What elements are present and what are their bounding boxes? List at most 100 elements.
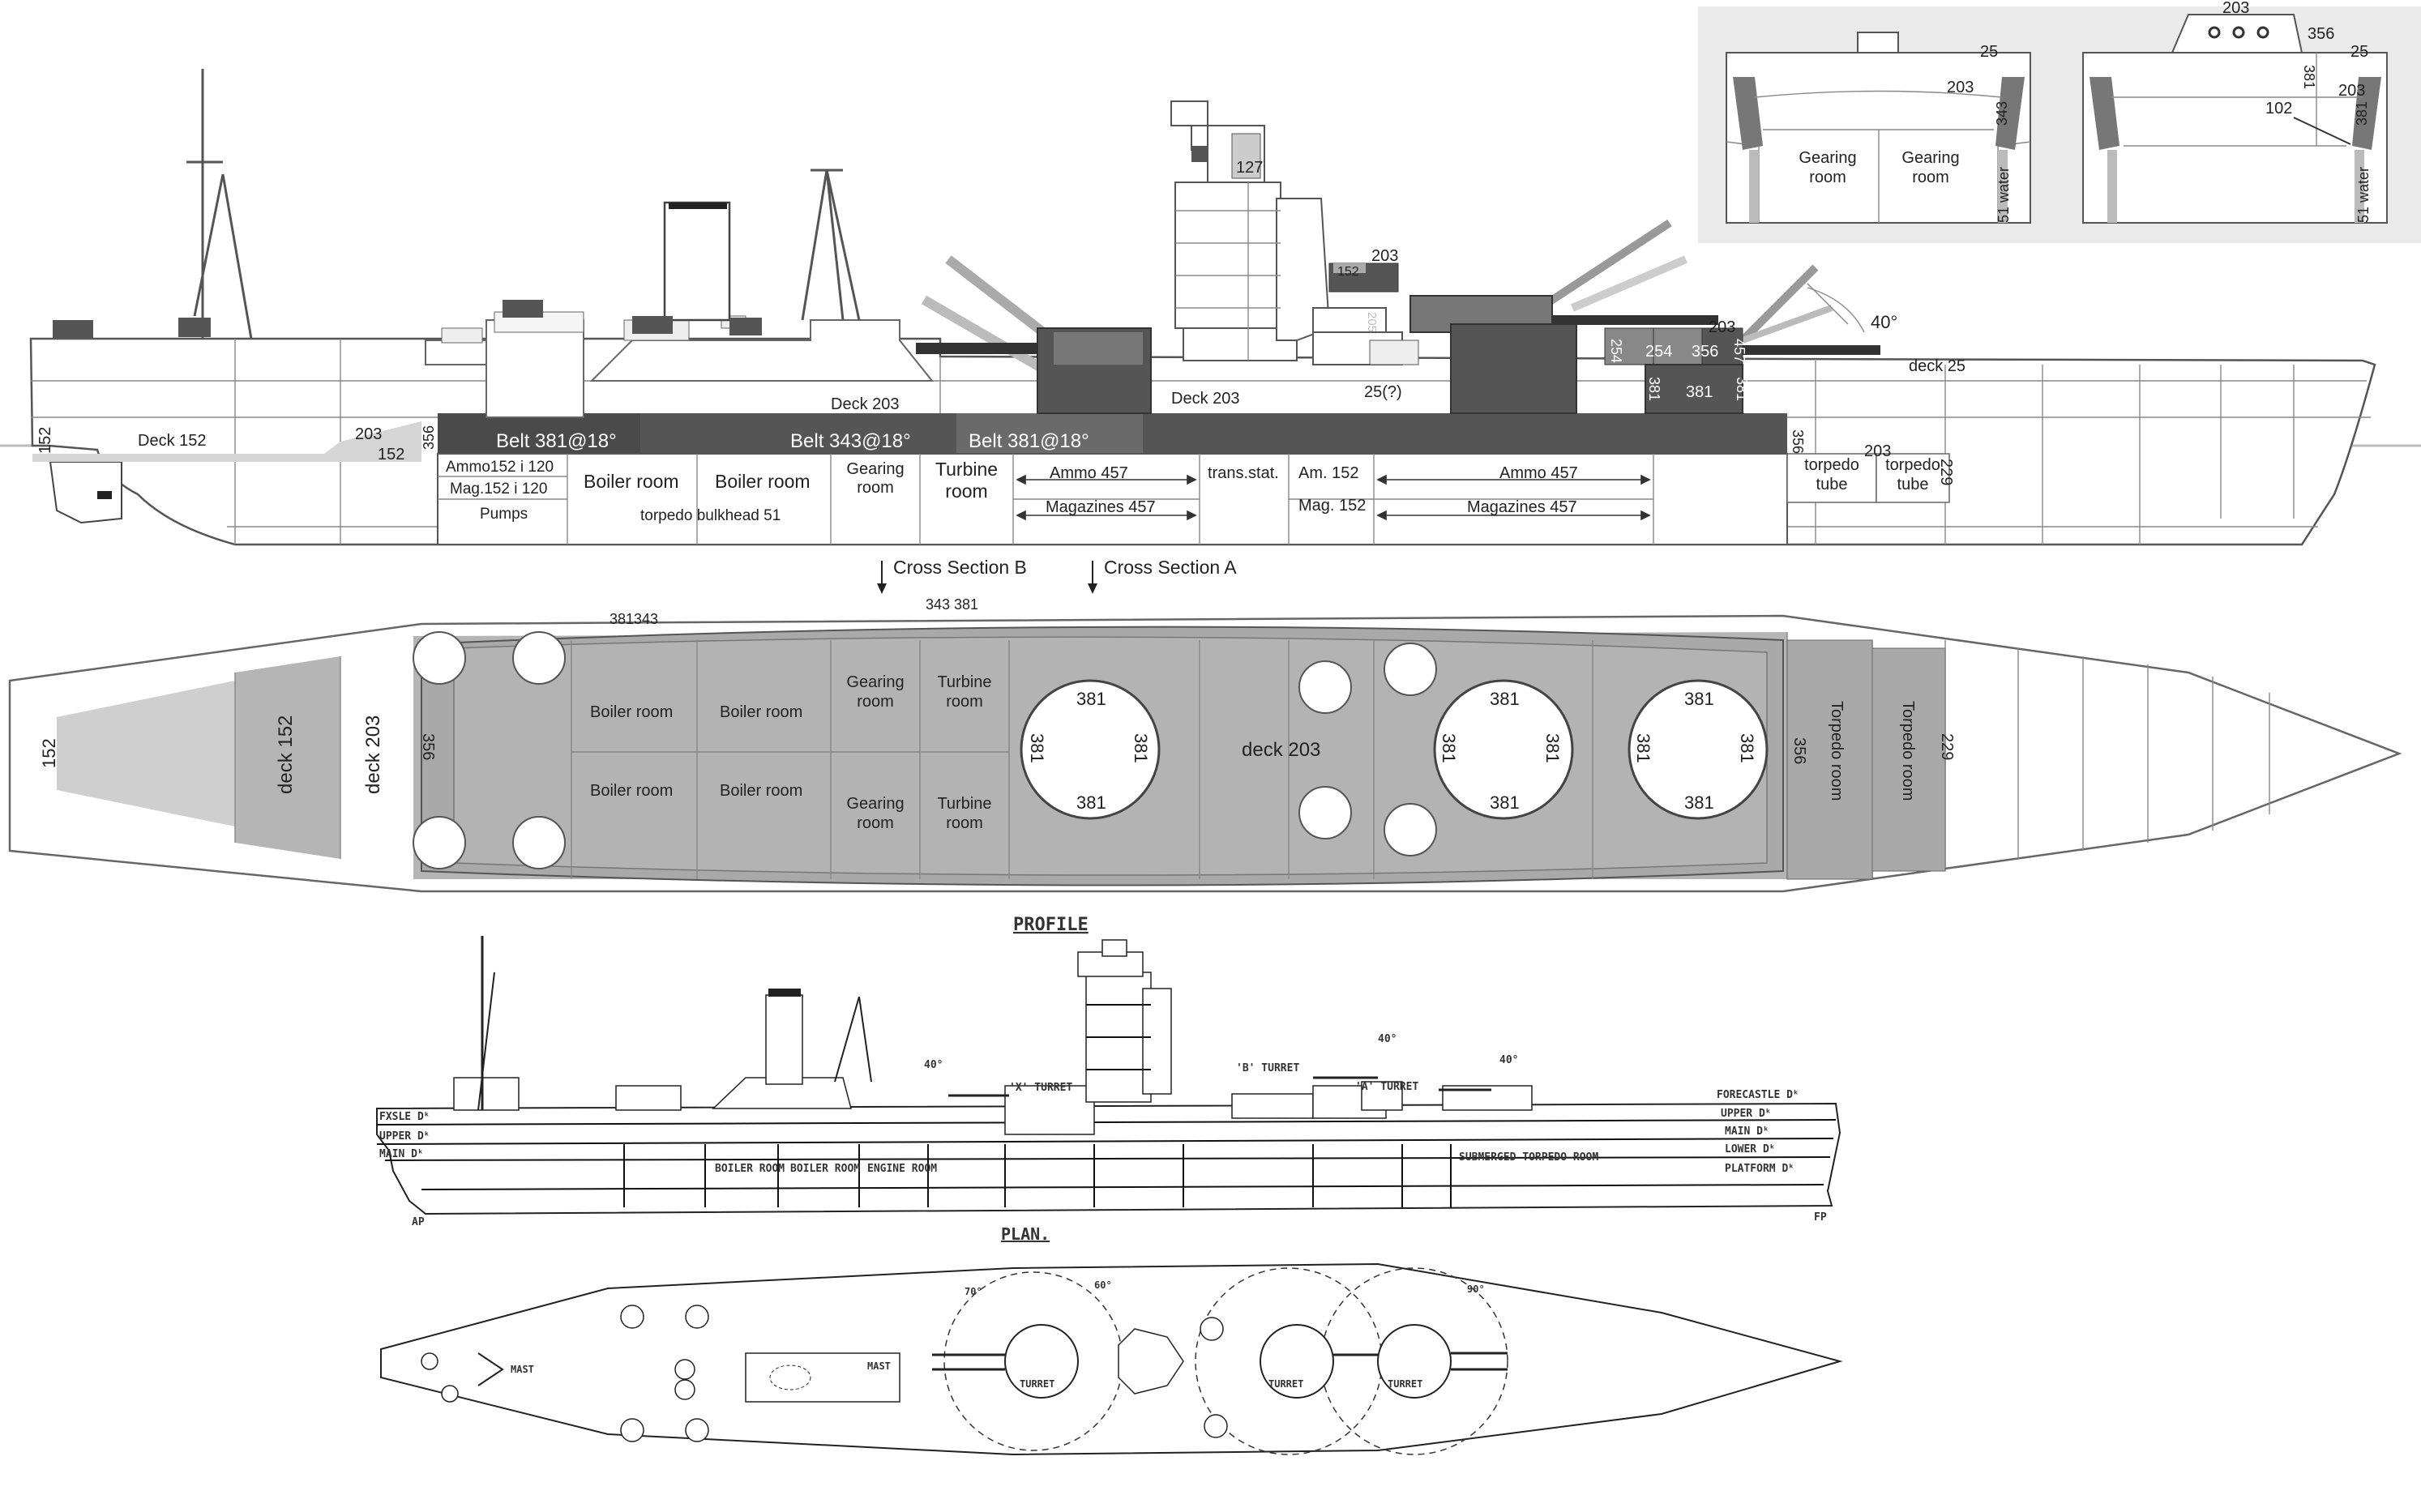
plan-sec-turret-2 [512,631,566,685]
label-am-152: Am. 152 [1298,464,1358,482]
plan-label-turb-2-box: Turbine room [937,795,991,832]
plan-sec-turret-6 [1384,643,1437,696]
label-gearing-room-box: Gearing room [846,460,904,497]
plan-label-356-left: 356 [419,733,437,760]
cross-sections-panel: 25 203 343 Gearing room Gearing room 51 … [1698,0,2421,243]
label-magazines-457-a: Magazines 457 [1046,498,1156,516]
label-sec-b-room-2-box: Gearing room [1901,149,1960,186]
sketch-boiler-room-2: BOILER ROOM [790,1163,860,1175]
label-torpedo-tube-1: torpedo tube [1804,456,1859,493]
label-torpedo-tube-2: torpedo tube [1885,456,1940,493]
label-sec-b-room-1: Gearing room [1799,149,1857,186]
label-barbette-381b: 381 [1686,383,1713,401]
plan-sec-turret-7 [1298,786,1352,839]
sketch-40-a: 40° [924,1059,943,1071]
plan-label-356-right: 356 [1790,737,1808,764]
label-belt-3: Belt 381@18° [969,430,1089,452]
label-25q: 25(?) [1364,383,1402,401]
label-sec-a-deck: 203 [2338,82,2365,100]
label-barbette-381a: 381 [1646,377,1662,401]
plan-barb-a-right: 381 [1737,733,1757,763]
label-trans-stat: trans.stat. [1208,464,1279,482]
cross-section-b-drawing: 25 203 343 Gearing room Gearing room 51 … [1726,32,2031,224]
label-dir-205: 205 [1365,312,1379,332]
label-cross-section-b: Cross Section B [893,557,1027,578]
label-sec-a-water: 51 water [2355,167,2372,223]
plan-label-boiler-3: Boiler room [590,782,673,800]
plan-label-turb-1: Turbine room [937,673,992,711]
sketch-title-profile: PROFILE [1013,915,1089,935]
label-sec-a-belt: 381 [2354,101,2370,126]
sketch-engine-room: ENGINE ROOM [867,1163,937,1175]
label-sec-b-deck: 203 [1947,79,1974,96]
sketch-submerged: SUBMERGED TORPEDO ROOM [1459,1151,1598,1164]
plan-barb-b-top: 381 [1490,689,1520,709]
label-ammo-457-a: Ammo 457 [1050,464,1128,482]
plan-barb-b-left: 381 [1439,733,1459,763]
sketch-x-turret: 'X' TURRET [1009,1082,1072,1094]
label-turbine-room: Turbine room [935,459,999,502]
plan-label-turb-1-box: Turbine room [937,673,992,711]
label-sec-b-room-1-box: Gearing room [1799,149,1857,186]
plan-label-bow-152: 152 [39,738,59,768]
plan-label-boiler-1: Boiler room [590,703,673,721]
label-sec-a-102: 102 [2265,100,2292,117]
plan-barb-a-top: 381 [1684,689,1714,709]
sketch-b-turret: 'B' TURRET [1236,1062,1299,1074]
sketch-fxle: FXSLE Dᵏ [379,1111,430,1123]
sketch-40-c: 40° [1499,1054,1518,1066]
plan-label-gear-1-box: Gearing room [846,673,905,711]
sketch-title-plan: PLAN. [1001,1224,1050,1244]
label-tt-229: 229 [1937,459,1955,485]
label-belt-2: Belt 343@18° [790,430,911,452]
label-tt-203: 203 [1864,442,1891,460]
label-belt-1: Belt 381@18° [496,430,617,452]
plan-sec-turret-5 [1298,660,1352,714]
plan-label-gear-1: Gearing room [846,673,905,711]
label-sec-a-top: 203 [2222,0,2249,17]
label-dir-152: 152 [1337,265,1359,279]
label-deck-152: Deck 152 [138,432,207,450]
sketch-ap: AP [412,1216,425,1228]
plan-label-gear-2: Gearing room [846,795,905,832]
plan-label-229: 229 [1938,733,1956,760]
sketch-plan-60: 60° [1094,1279,1112,1291]
sketch-fp: FP [1814,1211,1827,1224]
armor-profile [0,69,2421,546]
label-deck-203-mid: Deck 203 [831,395,900,413]
label-turbine-room-box: Turbine room [935,459,999,502]
plan-sec-turret-1 [413,631,466,685]
label-elev-40: 40° [1871,312,1897,332]
plan-barb-x-top: 381 [1076,689,1106,709]
label-tower-127: 127 [1236,159,1263,177]
plan-label-343-381: 343 381 [926,596,978,613]
plan-barb-a-left: 381 [1633,733,1653,763]
plan-sec-turret-8 [1384,803,1437,856]
sketch-forecastle: FORECASTLE Dᵏ [1717,1089,1799,1101]
plan-label-boiler-2: Boiler room [720,703,802,721]
label-pumps: Pumps [480,506,528,523]
label-356-left: 356 [421,425,437,450]
label-barbette-381c: 381 [1734,377,1750,401]
sketch-lower: LOWER Dᵏ [1725,1143,1776,1155]
plan-barbette-b [1433,679,1574,820]
label-sec-b-side: 343 [1994,101,2010,126]
sketch-upper: UPPER Dᵏ [1721,1108,1772,1120]
sketch-platform: PLATFORM Dᵏ [1725,1163,1794,1175]
sketch-main-left: MAIN Dᵏ [379,1148,424,1160]
cross-section-a-drawing: 203 356 25 381 203 102 381 51 water [2082,0,2388,224]
plan-sec-turret-3 [413,816,466,869]
label-turret-203: 203 [1709,318,1735,336]
sketch-plan-mast: MAST [511,1364,534,1375]
label-torpedo-bulkhead: torpedo bulkhead 51 [640,507,781,524]
label-turret-457: 457 [1731,339,1747,363]
label-sec-a-25: 25 [2350,43,2368,61]
profile-labels: Deck 152 203 152 152 356 356 Deck 203 De… [36,159,1965,594]
label-mag-152: Mag. 152 [1298,497,1366,515]
plan-barb-a-bot: 381 [1684,792,1714,813]
sketch-profile: PROFILE [376,915,1841,1228]
plan-barb-x-right: 381 [1131,733,1151,763]
label-sec-b-room-2: Gearing room [1901,149,1960,186]
label-turret-356: 356 [1692,343,1718,361]
